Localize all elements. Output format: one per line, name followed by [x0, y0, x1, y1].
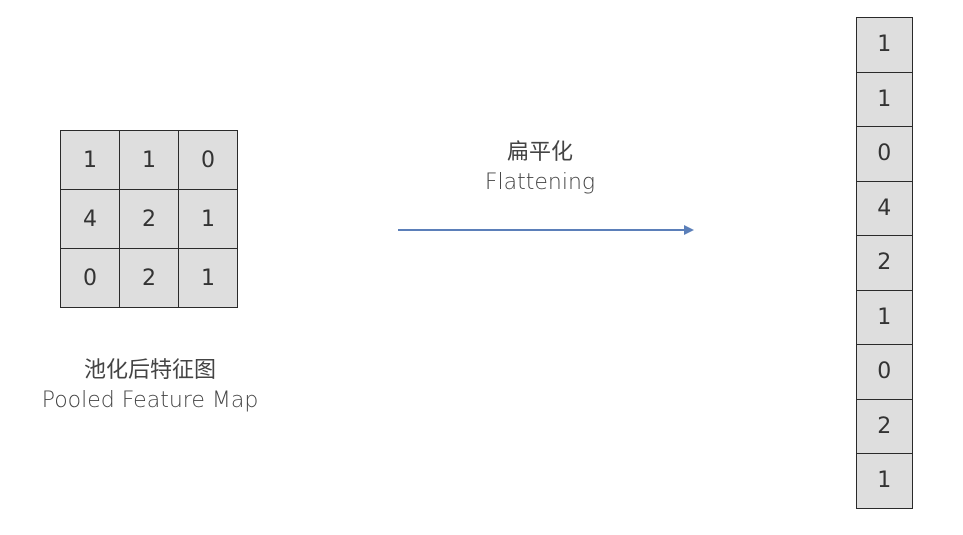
pooled-caption-en: Pooled Feature Map	[41, 388, 259, 413]
pooled-cell-r1-c3: 0	[179, 131, 238, 190]
vector-cell-2: 1	[857, 72, 913, 127]
pooled-cell-r2-c3: 1	[179, 190, 238, 249]
vector-cell-9: 1	[857, 454, 913, 509]
vector-cell-5: 2	[857, 236, 913, 291]
pooled-feature-map-grid: 1 1 0 4 2 1 0 2 1	[60, 130, 238, 308]
pooled-caption-cn: 池化后特征图	[83, 358, 216, 383]
pooled-cell-r2-c2: 2	[120, 190, 179, 249]
pooled-cell-r3-c3: 1	[179, 249, 238, 308]
flattening-label: 扁平化 Flattening	[440, 138, 640, 198]
pooled-cell-r3-c1: 0	[61, 249, 120, 308]
flattening-label-en: Flattening	[484, 170, 596, 195]
pooled-cell-r1-c1: 1	[61, 131, 120, 190]
flattening-arrow-icon	[398, 225, 694, 235]
pooled-cell-r2-c1: 4	[61, 190, 120, 249]
pooled-feature-map-caption: 池化后特征图 Pooled Feature Map	[0, 356, 300, 416]
vector-cell-7: 0	[857, 345, 913, 400]
vector-cell-8: 2	[857, 399, 913, 454]
vector-cell-6: 1	[857, 290, 913, 345]
vector-cell-3: 0	[857, 127, 913, 182]
vector-cell-4: 4	[857, 181, 913, 236]
flattening-label-cn: 扁平化	[506, 140, 573, 165]
flattened-vector-column: 1 1 0 4 2 1 0 2 1	[856, 17, 913, 509]
pooled-cell-r3-c2: 2	[120, 249, 179, 308]
vector-cell-1: 1	[857, 18, 913, 73]
pooled-cell-r1-c2: 1	[120, 131, 179, 190]
